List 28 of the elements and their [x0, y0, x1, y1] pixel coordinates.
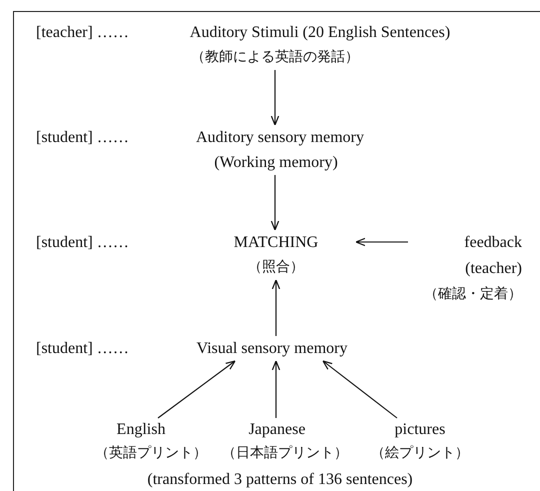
node-sublabel: （英語プリント）: [95, 444, 207, 463]
role-label: [student] ……: [36, 128, 129, 148]
arrow: [270, 70, 280, 126]
node-sublabel: （絵プリント）: [371, 444, 469, 463]
node-sublabel: (Working memory): [214, 153, 338, 173]
arrow: [158, 360, 236, 418]
role-label: [student] ……: [36, 233, 129, 253]
node-sublabel: (teacher): [465, 259, 522, 279]
caption-note: (transformed 3 patterns of 136 sentences): [146, 470, 414, 490]
node-label: English: [116, 420, 166, 440]
node-sublabel: （教師による英語の発話）: [191, 48, 359, 67]
arrow: [272, 360, 280, 418]
node-label: pictures: [394, 420, 446, 440]
node-label: MATCHING: [234, 233, 318, 253]
role-label: [teacher] ……: [36, 23, 129, 43]
arrow: [355, 238, 408, 246]
node-label: feedback: [464, 233, 522, 253]
node-label: Auditory Stimuli (20 English Sentences): [190, 23, 450, 43]
node-sublabel: （確認・定着）: [424, 285, 522, 304]
node-sublabel: （照合）: [248, 258, 304, 277]
arrow: [270, 175, 280, 231]
arrow: [322, 360, 398, 418]
node-label: Japanese: [248, 420, 306, 440]
node-sublabel: （日本語プリント）: [222, 444, 348, 463]
role-label: [student] ……: [36, 339, 129, 359]
node-label: Auditory sensory memory: [196, 128, 364, 148]
arrow: [272, 279, 280, 336]
node-label: Visual sensory memory: [196, 339, 348, 359]
